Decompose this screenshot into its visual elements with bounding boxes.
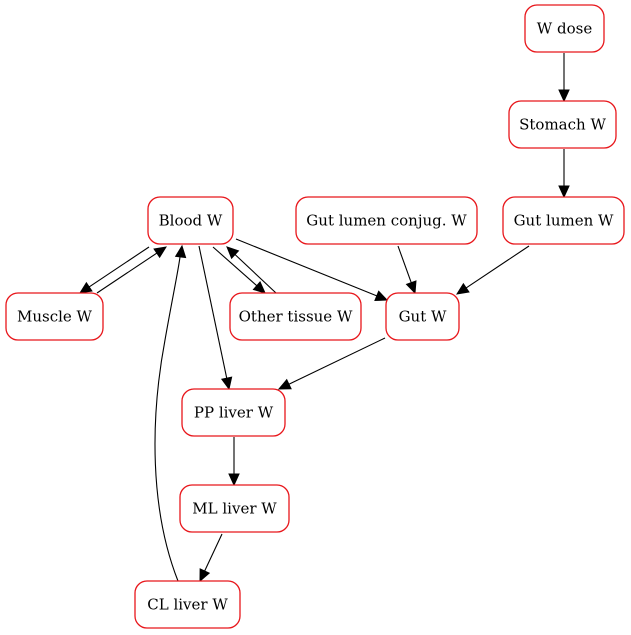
edge-gut-to-pp-liver (277, 337, 386, 390)
edge-gut-lumen-conj-to-gut (397, 245, 417, 295)
edge-blood-to-pp-liver (198, 245, 233, 391)
node-blood: Blood W (147, 196, 234, 245)
edge-blood-to-gut (235, 238, 389, 302)
edge-stomach-to-gut-lumen (558, 149, 570, 199)
edge-line (235, 238, 378, 297)
node-gut-lumen: Gut lumen W (502, 196, 625, 245)
arrowhead (558, 185, 570, 199)
arrowhead (228, 473, 240, 487)
node-box (5, 292, 104, 341)
node-box (295, 196, 478, 245)
edge-line (288, 337, 386, 385)
node-box (502, 196, 625, 245)
arrowhead (174, 244, 187, 259)
node-box (385, 292, 460, 341)
node-label: Other tissue W (239, 308, 353, 326)
edges-layer (78, 53, 570, 583)
arrowhead (405, 280, 417, 295)
node-label: Stomach W (519, 116, 606, 134)
edge-line (234, 254, 277, 294)
arrowhead (199, 568, 211, 583)
arrowhead (455, 282, 470, 295)
node-box (508, 100, 617, 149)
node-label: Muscle W (17, 308, 93, 326)
edge-line (88, 246, 150, 288)
node-box (181, 388, 286, 437)
edge-line (198, 245, 228, 379)
edge-line (154, 256, 181, 582)
edge-blood-to-other-tissue (212, 246, 266, 294)
node-label: ML liver W (192, 500, 277, 518)
edge-muscle-to-blood (96, 246, 168, 294)
edge-gut-lumen-to-gut (455, 245, 530, 295)
node-gut-lumen-conj: Gut lumen conjug. W (295, 196, 478, 245)
node-cl-liver: CL liver W (134, 580, 241, 629)
node-label: W dose (537, 20, 593, 38)
node-label: Gut lumen conjug. W (306, 212, 467, 230)
edge-line (465, 245, 530, 289)
node-pp-liver: PP liver W (181, 388, 286, 437)
edge-w-dose-to-stomach (558, 53, 570, 103)
node-gut: Gut W (385, 292, 460, 341)
edge-blood-to-muscle (78, 246, 150, 294)
node-muscle: Muscle W (5, 292, 104, 341)
arrowhead (78, 281, 93, 294)
node-label: CL liver W (147, 596, 228, 614)
node-label: Blood W (159, 212, 223, 230)
edge-pp-liver-to-ml-liver (228, 437, 240, 487)
arrowhead (226, 246, 240, 260)
node-label: PP liver W (194, 404, 274, 422)
arrowhead (374, 290, 389, 302)
node-box (134, 580, 241, 629)
edge-ml-liver-to-cl-liver (199, 533, 223, 583)
node-other-tissue: Other tissue W (229, 292, 362, 341)
node-box (524, 4, 605, 53)
node-box (147, 196, 234, 245)
node-box (179, 484, 290, 533)
edge-line (212, 246, 258, 287)
arrowhead (153, 246, 168, 259)
node-w-dose: W dose (524, 4, 605, 53)
node-ml-liver: ML liver W (179, 484, 290, 533)
arrowhead (558, 89, 570, 103)
node-stomach: Stomach W (508, 100, 617, 149)
arrowhead (220, 376, 233, 391)
edge-other-tissue-to-blood (226, 246, 277, 294)
arrowhead (252, 281, 266, 294)
edge-line (204, 533, 223, 572)
arrowhead (277, 378, 292, 390)
node-label: Gut lumen W (514, 212, 614, 230)
edge-line (96, 252, 158, 294)
edge-cl-liver-to-blood (154, 244, 187, 582)
edge-line (397, 245, 412, 283)
node-label: Gut W (399, 308, 447, 326)
node-box (229, 292, 362, 341)
